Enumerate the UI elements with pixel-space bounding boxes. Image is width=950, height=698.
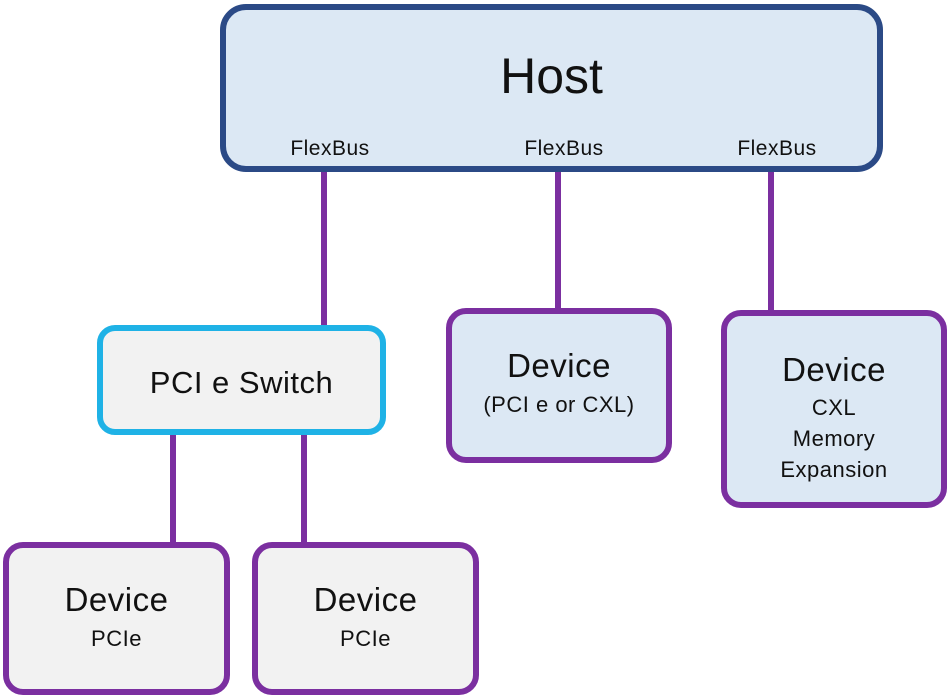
device-title: Device: [507, 347, 611, 384]
host-box: Host FlexBus FlexBus FlexBus: [220, 4, 883, 172]
device-box-pcie-center: Device PCIe: [252, 542, 479, 695]
device-subtitle-line: Expansion: [780, 457, 888, 482]
device-subtitle: (PCI e or CXL): [452, 389, 666, 420]
device-title: Device: [64, 581, 169, 618]
device-subtitle: PCIe: [258, 623, 473, 654]
device-box-pcie-left: Device PCIe: [3, 542, 230, 695]
flexbus-label-center: FlexBus: [524, 137, 604, 160]
device-subtitle-line: PCIe: [340, 626, 391, 651]
device-subtitle: PCIe: [9, 623, 224, 654]
device-subtitle: CXL Memory Expansion: [727, 392, 941, 485]
pcie-switch-label: PCI e Switch: [149, 365, 334, 400]
device-box-cxl-memory: Device CXL Memory Expansion: [721, 310, 947, 508]
host-title: Host: [500, 48, 603, 104]
device-title: Device: [782, 351, 886, 388]
flexbus-label-left: FlexBus: [290, 137, 370, 160]
device-subtitle-line: (PCI e or CXL): [483, 392, 635, 417]
device-title: Device: [313, 581, 418, 618]
device-subtitle-line: Memory: [792, 426, 876, 451]
flexbus-label-right: FlexBus: [737, 137, 817, 160]
pcie-switch-box: PCI e Switch: [97, 325, 386, 435]
device-subtitle-line: CXL: [811, 395, 857, 420]
device-subtitle-line: PCIe: [91, 626, 142, 651]
device-box-pcie-or-cxl: Device (PCI e or CXL): [446, 308, 672, 463]
